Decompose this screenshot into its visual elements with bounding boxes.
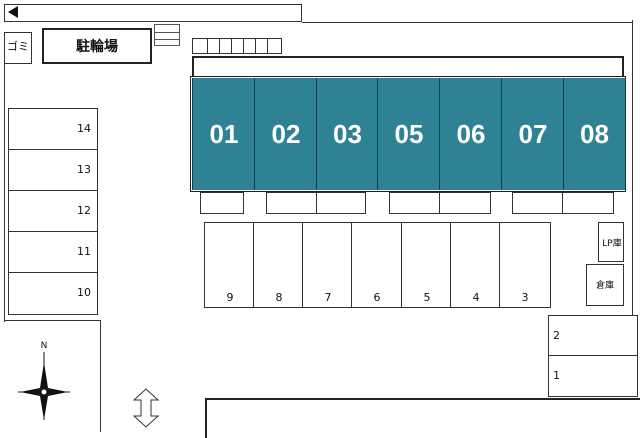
parking-number: 10: [77, 286, 91, 299]
building-corridor: [192, 56, 624, 78]
parking-number: 5: [423, 291, 431, 304]
parking-number: 7: [324, 291, 332, 304]
balcony: [389, 192, 441, 214]
parking-space-5[interactable]: 5: [401, 222, 453, 308]
balcony: [562, 192, 614, 214]
parking-number: 13: [77, 163, 91, 176]
parking-number: 6: [373, 291, 381, 304]
parking-space-11[interactable]: 11: [8, 231, 98, 274]
boundary-line: [4, 60, 5, 322]
unit-07[interactable]: 07: [501, 78, 565, 190]
parking-space-3[interactable]: 3: [499, 222, 551, 308]
parking-number: 3: [521, 291, 529, 304]
parking-space-12[interactable]: 12: [8, 190, 98, 233]
arrow-left-icon: [8, 6, 18, 18]
parking-number: 4: [472, 291, 480, 304]
unit-01[interactable]: 01: [192, 78, 256, 190]
unit-06[interactable]: 06: [439, 78, 503, 190]
parking-space-8[interactable]: 8: [253, 222, 305, 308]
parking-space-9[interactable]: 9: [204, 222, 256, 308]
parking-space-13[interactable]: 13: [8, 149, 98, 192]
parking-space-7[interactable]: 7: [302, 222, 354, 308]
balcony: [316, 192, 366, 214]
balcony: [200, 192, 244, 214]
parking-space-10[interactable]: 10: [8, 272, 98, 315]
unit-03[interactable]: 03: [316, 78, 379, 190]
top-road: [4, 4, 302, 22]
storage-shed: [586, 264, 624, 306]
parking-number: 14: [77, 122, 91, 135]
balcony: [512, 192, 564, 214]
trash-label: ゴミ: [7, 40, 29, 53]
parking-space-4[interactable]: 4: [450, 222, 502, 308]
lp-gas-label: LP庫: [602, 239, 622, 249]
lp-gas-storage: [598, 222, 624, 262]
steps: [154, 24, 180, 46]
boundary-line: [100, 320, 101, 432]
parking-number: 12: [77, 204, 91, 217]
meter-row: [192, 38, 282, 54]
balcony: [439, 192, 491, 214]
boundary-line: [4, 320, 100, 321]
balcony: [266, 192, 318, 214]
parking-number: 11: [77, 245, 91, 258]
boundary-line: [632, 20, 633, 320]
parking-number: 9: [226, 291, 234, 304]
double-arrow-icon: [132, 388, 160, 428]
trash-area: [4, 32, 32, 64]
north-label: N: [41, 341, 48, 351]
parking-number: 8: [275, 291, 283, 304]
unit-08[interactable]: 08: [563, 78, 626, 190]
bottom-road: [205, 398, 640, 438]
parking-number: 2: [553, 329, 560, 342]
storage-label: 倉庫: [595, 281, 614, 291]
unit-02[interactable]: 02: [254, 78, 318, 190]
boundary-line: [302, 22, 632, 23]
parking-space-1[interactable]: 1: [548, 355, 638, 397]
parking-space-6[interactable]: 6: [351, 222, 403, 308]
compass-rose-icon: N: [18, 341, 70, 420]
parking-space-2[interactable]: 2: [548, 315, 638, 357]
bicycle-parking: [42, 28, 152, 64]
unit-05[interactable]: 05: [377, 78, 441, 190]
parking-number: 1: [553, 369, 560, 382]
parking-space-14[interactable]: 14: [8, 108, 98, 151]
bicycle-parking-label: 駐輪場: [76, 39, 118, 55]
